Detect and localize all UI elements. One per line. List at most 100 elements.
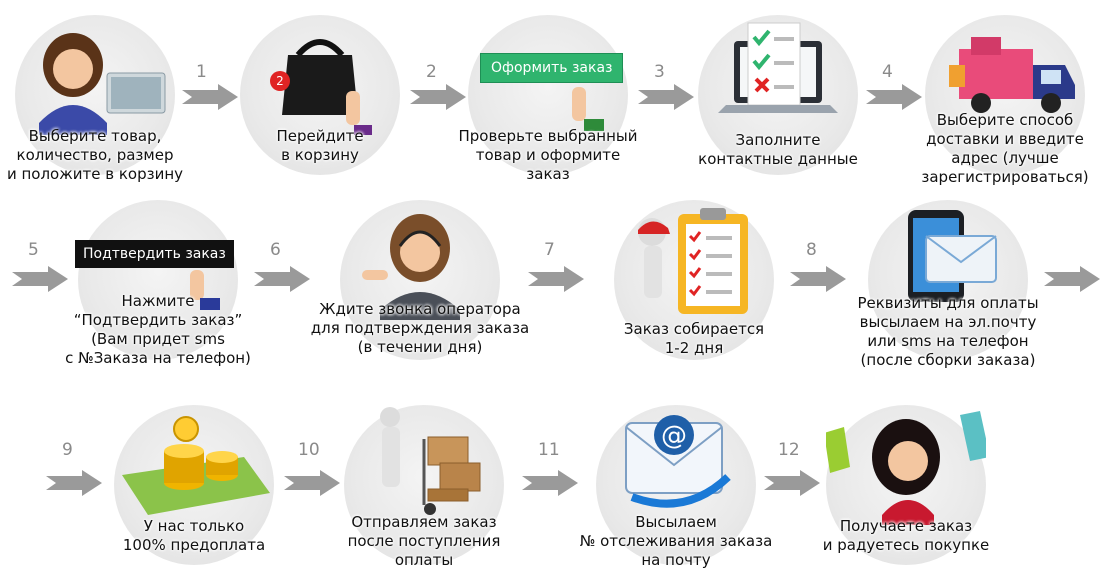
svg-text:@: @ [661, 421, 687, 451]
step-caption: Заполните контактные данные [658, 131, 898, 169]
step-6: Подтвердить заказ Нажмите “Подтвердить з… [65, 200, 251, 367]
caption-line: Перейдите [276, 127, 364, 145]
step-10: У нас только 100% предоплата [114, 405, 274, 565]
caption-line: в корзину [281, 146, 359, 164]
caption-line: на почту [641, 551, 711, 569]
caption-line: товар и оформите [475, 146, 621, 164]
caption-line: Заказ собирается [623, 320, 765, 338]
laptop-checklist-icon [718, 22, 838, 113]
clipboard-checklist-icon [638, 208, 748, 314]
gold-coins-icon [122, 416, 270, 515]
arrow-right-icon [764, 470, 820, 496]
caption-line: доставки и введите [926, 130, 1084, 148]
step-caption: Отправляем заказ после поступления оплат… [304, 513, 544, 570]
caption-line: количество, размер [16, 146, 174, 164]
step-caption: Реквизиты для оплаты высылаем на эл.почт… [828, 294, 1068, 370]
step-caption: Ждите звонка оператора для подтверждения… [300, 300, 540, 357]
step-number: 6 [270, 240, 281, 260]
step-caption: Выберите товар, количество, размер и пол… [0, 127, 215, 184]
step-7: Ждите звонка оператора для подтверждения… [311, 200, 529, 360]
cart-count-badge: 2 [270, 71, 290, 91]
checkout-button[interactable]: Оформить заказ [480, 53, 624, 83]
step-caption: Перейдите в корзину [200, 127, 440, 165]
step-12: @ Высылаем № отслеживания заказа на почт… [580, 405, 772, 569]
caption-line: Ждите звонка оператора [319, 300, 521, 318]
step-caption: Проверьте выбранный товар и оформите зак… [428, 127, 668, 184]
step-4: Заполните контактные данные [698, 15, 858, 175]
arrow-right-icon [46, 470, 102, 496]
step-8: Заказ собирается 1-2 дня [614, 200, 774, 360]
delivery-truck-icon [949, 37, 1075, 113]
step-number: 3 [654, 62, 665, 82]
caption-line: с №Заказа на телефон) [65, 349, 251, 367]
step-caption: Заказ собирается 1-2 дня [574, 320, 814, 358]
step-2: 2 Перейдите в корзину [240, 15, 400, 175]
caption-line: (после сборки заказа) [860, 351, 1036, 369]
caption-line: контактные данные [698, 150, 858, 168]
caption-line: Выберите товар, [28, 127, 162, 145]
arrow-right-icon [254, 266, 310, 292]
step-number: 8 [806, 240, 817, 260]
step-caption: Нажмите “Подтвердить заказ” (Вам придет … [38, 292, 278, 368]
caption-line: Получаете заказ [839, 517, 973, 535]
caption-line: заказ [526, 165, 570, 183]
phone-envelope-icon [908, 210, 997, 302]
arrow-right-icon [1044, 266, 1100, 292]
step-number: 5 [28, 240, 39, 260]
caption-line: “Подтвердить заказ” [73, 311, 243, 329]
step-1: Выберите товар, количество, размер и пол… [7, 15, 183, 183]
woman-laptop-icon [39, 33, 166, 135]
confirm-order-button[interactable]: Подтвердить заказ [75, 240, 234, 268]
arrow-right-icon [522, 470, 578, 496]
caption-line: зарегистрироваться) [921, 168, 1089, 186]
caption-line: Нажмите [121, 292, 195, 310]
step-caption: Выберите способ доставки и введите адрес… [885, 111, 1100, 187]
step-caption: У нас только 100% предоплата [74, 517, 314, 555]
caption-line: или sms на телефон [867, 332, 1029, 350]
step-number: 2 [426, 62, 437, 82]
step-5: Выберите способ доставки и введите адрес… [921, 15, 1089, 186]
caption-line: У нас только [143, 517, 245, 535]
step-number: 4 [882, 62, 893, 82]
caption-line: Высылаем [635, 513, 717, 531]
step-caption: Высылаем № отслеживания заказа на почту [556, 513, 796, 570]
caption-line: Проверьте выбранный [458, 127, 638, 145]
arrow-right-icon [638, 84, 694, 110]
caption-line: и положите в корзину [6, 165, 184, 183]
step-caption: Получаете заказ и радуетесь покупке [786, 517, 1026, 555]
arrow-right-icon [790, 266, 846, 292]
step-circle [468, 15, 628, 175]
shopping-bag-icon [282, 39, 372, 135]
caption-line: № отслеживания заказа [579, 532, 773, 550]
step-number: 9 [62, 440, 73, 460]
arrow-right-icon [182, 84, 238, 110]
step-number: 10 [298, 440, 320, 460]
arrow-right-icon [866, 84, 922, 110]
step-circle [78, 200, 238, 360]
email-at-icon: @ [625, 415, 731, 508]
arrow-right-icon [284, 470, 340, 496]
arrow-right-icon [528, 266, 584, 292]
arrow-right-icon [12, 266, 68, 292]
caption-line: (в течении дня) [357, 338, 483, 356]
step-11: Отправляем заказ после поступления оплат… [344, 405, 504, 569]
caption-line: Реквизиты для оплаты [857, 294, 1039, 312]
happy-shopper-icon [826, 411, 986, 525]
step-13: Получаете заказ и радуетесь покупке [823, 405, 989, 565]
caption-line: 100% предоплата [122, 536, 266, 554]
step-number: 11 [538, 440, 560, 460]
caption-line: для подтверждения заказа [310, 319, 530, 337]
caption-line: (Вам придет sms [91, 330, 225, 348]
caption-line: после поступления [347, 532, 501, 550]
caption-line: и радуетесь покупке [822, 536, 990, 554]
step-number: 12 [778, 440, 800, 460]
step-3: Оформить заказ Проверьте выбранный товар… [459, 15, 638, 183]
box-cart-icon [380, 407, 481, 515]
caption-line: оплаты [394, 551, 454, 569]
caption-line: Отправляем заказ [351, 513, 497, 531]
caption-line: адрес (лучше [951, 149, 1059, 167]
step-number: 1 [196, 62, 207, 82]
badge-count: 2 [276, 74, 284, 88]
arrow-right-icon [410, 84, 466, 110]
step-number: 7 [544, 240, 555, 260]
